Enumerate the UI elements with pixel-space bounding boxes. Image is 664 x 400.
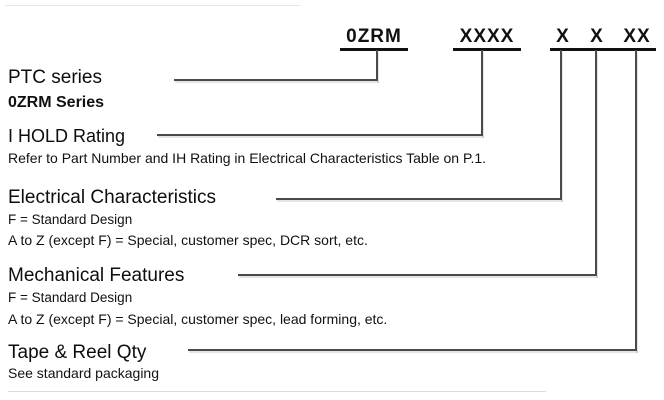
section-note1-electrical: F = Standard Design xyxy=(8,212,133,227)
connector-vertical-ihold xyxy=(481,50,483,136)
section-title-tape-reel: Tape & Reel Qty xyxy=(8,342,147,363)
part-number-segment-ihold: XXXX xyxy=(453,26,521,51)
part-number-segment-series: 0ZRM xyxy=(340,26,408,51)
section-note1-mechanical: F = Standard Design xyxy=(8,290,133,305)
part-number-segment-mechanical: X xyxy=(590,26,604,47)
section-note-ptc-series: 0ZRM Series xyxy=(8,94,105,111)
section-title-mechanical: Mechanical Features xyxy=(8,265,185,286)
connector-horizontal-ihold xyxy=(157,134,483,136)
section-note2-mechanical: A to Z (except F) = Special, customer sp… xyxy=(8,311,388,327)
connector-vertical-tape-reel xyxy=(635,50,637,351)
part-number-segment-tape-reel: XX xyxy=(623,26,651,47)
connector-vertical-series xyxy=(376,50,378,81)
section-title-electrical: Electrical Characteristics xyxy=(8,187,216,208)
connector-vertical-mechanical xyxy=(595,50,597,276)
connector-horizontal-electrical xyxy=(276,198,562,200)
part-number-suffix-group: X X XX xyxy=(550,26,656,51)
connector-horizontal-series xyxy=(174,79,378,81)
connector-horizontal-mechanical xyxy=(238,274,597,276)
connector-horizontal-tape-reel xyxy=(188,349,637,351)
section-title-ihold-rating: I HOLD Rating xyxy=(8,126,126,146)
section-note-ihold-rating: Refer to Part Number and IH Rating in El… xyxy=(8,150,487,166)
section-title-ptc-series: PTC series xyxy=(8,67,102,88)
section-note2-electrical: A to Z (except F) = Special, customer sp… xyxy=(8,232,368,248)
part-number-segment-electrical: X xyxy=(556,26,570,47)
top-faint-rule xyxy=(5,5,300,6)
connector-vertical-electrical xyxy=(560,50,562,200)
section-note-tape-reel: See standard packaging xyxy=(8,365,159,381)
bottom-faint-rule xyxy=(8,391,546,392)
